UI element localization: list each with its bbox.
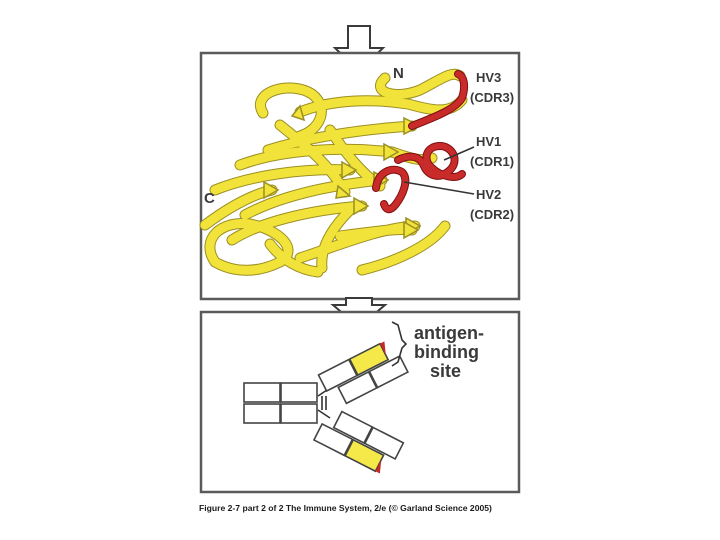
cdr1-label: (CDR1) [470, 154, 514, 169]
hv3-loop [409, 71, 468, 129]
hv2-label: HV2 [476, 187, 501, 202]
n-terminus-label: N [393, 65, 404, 82]
loop-leader-lines [403, 146, 475, 195]
hv3-label: HV3 [476, 70, 501, 85]
antigen-label-line-3: site [430, 361, 461, 381]
antigen-label-line-2: binding [414, 342, 479, 362]
hv2-loop [373, 166, 409, 213]
c-terminus-label: C [204, 190, 215, 207]
hv1-label: HV1 [476, 134, 501, 149]
fc-region [243, 382, 318, 424]
cdr2-label: (CDR2) [470, 207, 514, 222]
cdr3-label: (CDR3) [470, 90, 514, 105]
lower-fab-arm [312, 410, 405, 474]
antigen-binding-bracket [391, 321, 408, 367]
antibody-molecule [243, 341, 409, 474]
hv1-loop [395, 142, 465, 180]
antigen-label-line-1: antigen- [414, 323, 484, 343]
hypervariable-loops [372, 70, 469, 214]
figure-caption: Figure 2-7 part 2 of 2 The Immune System… [199, 503, 492, 513]
upper-fab-arm [317, 341, 409, 405]
